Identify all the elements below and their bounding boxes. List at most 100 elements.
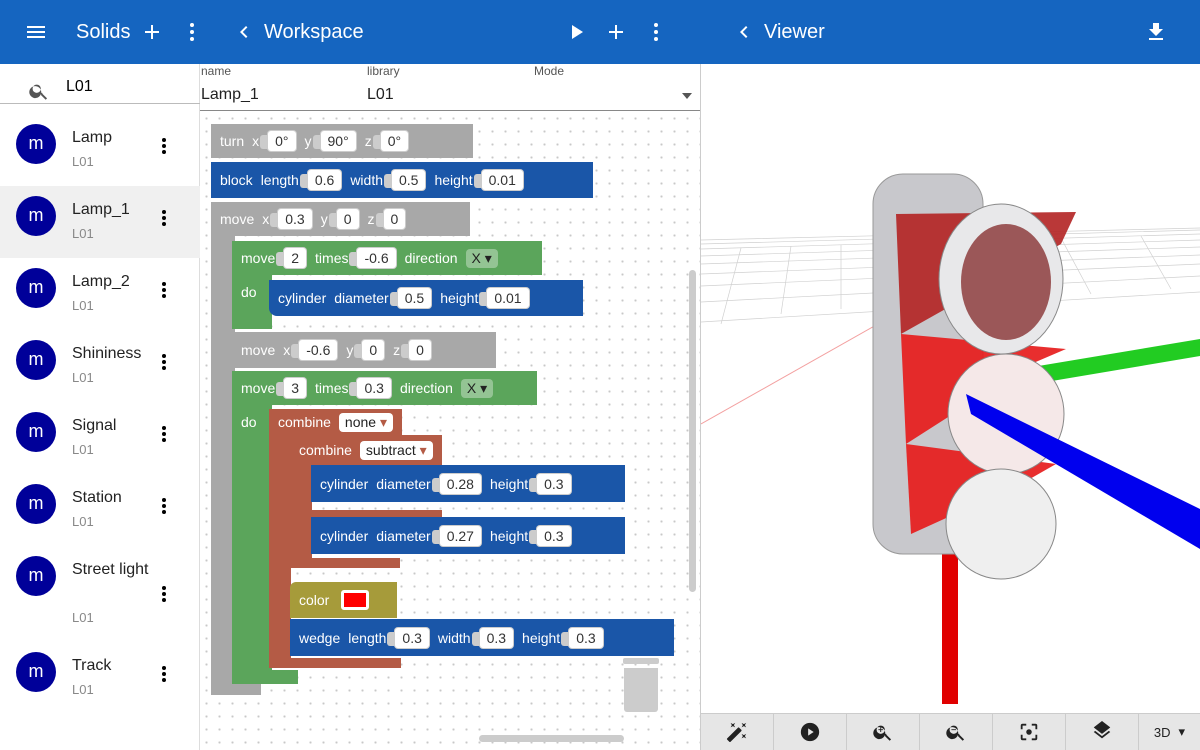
magic-wand-icon[interactable] bbox=[701, 714, 774, 750]
library-field[interactable]: L01 bbox=[367, 86, 394, 103]
more-vert-icon[interactable] bbox=[156, 206, 172, 235]
item-library: L01 bbox=[72, 298, 94, 313]
block-label: times bbox=[315, 380, 349, 396]
more-vert-icon[interactable] bbox=[156, 278, 172, 307]
back-icon[interactable] bbox=[232, 20, 256, 49]
menu-icon[interactable] bbox=[24, 20, 48, 49]
block-label: height bbox=[489, 527, 529, 544]
repeat-count-field[interactable]: 2 bbox=[283, 247, 308, 269]
move-x-field[interactable]: 0.3 bbox=[277, 208, 313, 230]
list-item-selected[interactable]: m Lamp_1 L01 bbox=[0, 186, 200, 258]
repeat-move-block[interactable]: move 2 times -0.6 direction X ▾ bbox=[232, 241, 542, 275]
back-icon[interactable] bbox=[732, 20, 756, 49]
list-item[interactable]: m Signal L01 bbox=[0, 402, 200, 474]
block-label: length bbox=[260, 172, 299, 188]
turn-z-field[interactable]: 0° bbox=[379, 130, 410, 152]
combine-mode-dropdown[interactable]: none ▾ bbox=[338, 412, 393, 432]
play-circle-icon[interactable] bbox=[774, 714, 847, 750]
repeat-move-block[interactable]: move 3 times 0.3 direction X ▾ bbox=[232, 371, 537, 405]
turn-y-field[interactable]: 90° bbox=[319, 130, 357, 152]
zoom-out-icon[interactable] bbox=[920, 714, 993, 750]
combine-mode-value: none bbox=[344, 413, 377, 430]
chevron-down-icon[interactable] bbox=[679, 88, 695, 109]
block-height-field[interactable]: 0.01 bbox=[480, 169, 524, 191]
cylinder-block[interactable]: cylinder diameter 0.27 height 0.3 bbox=[311, 517, 625, 554]
chevron-down-icon: ▾ bbox=[1178, 724, 1186, 739]
block-workspace[interactable]: turn x 0° y 90° z 0° block length 0.6 wi… bbox=[200, 112, 700, 750]
more-vert-icon[interactable] bbox=[156, 494, 172, 523]
horizontal-scrollbar[interactable] bbox=[479, 735, 624, 742]
more-vert-icon[interactable] bbox=[180, 20, 204, 49]
move-z-field[interactable]: 0 bbox=[382, 208, 407, 230]
vertical-scrollbar[interactable] bbox=[689, 270, 696, 592]
cylinder-block[interactable]: cylinder diameter 0.28 height 0.3 bbox=[311, 465, 625, 502]
move-y-field[interactable]: 0 bbox=[361, 339, 386, 361]
list-item[interactable]: m Street light L01 bbox=[0, 546, 200, 642]
name-field[interactable]: Lamp_1 bbox=[201, 86, 259, 103]
repeat-count-field[interactable]: 3 bbox=[283, 377, 308, 399]
block-width-field[interactable]: 0.5 bbox=[391, 169, 427, 191]
move-block[interactable]: move x 0.3 y 0 z 0 bbox=[211, 202, 470, 236]
more-vert-icon[interactable] bbox=[156, 422, 172, 451]
3d-viewport[interactable] bbox=[701, 64, 1200, 713]
list-item[interactable]: m Station L01 bbox=[0, 474, 200, 546]
item-library: L01 bbox=[72, 610, 94, 625]
move-block[interactable]: move x -0.6 y 0 z 0 bbox=[232, 332, 496, 368]
layers-icon[interactable] bbox=[1066, 714, 1139, 750]
combine-mode-dropdown[interactable]: subtract ▾ bbox=[359, 440, 433, 460]
combine-block-footer bbox=[269, 658, 401, 668]
block-label: z bbox=[364, 133, 372, 149]
block-label: times bbox=[315, 250, 349, 266]
cylinder-height-field[interactable]: 0.3 bbox=[536, 472, 572, 495]
cylinder-diameter-field[interactable]: 0.5 bbox=[396, 287, 433, 309]
repeat-step-field[interactable]: 0.3 bbox=[356, 377, 392, 399]
repeat-step-field[interactable]: -0.6 bbox=[356, 247, 397, 269]
cylinder-block[interactable]: cylinder diameter 0.5 height 0.01 bbox=[269, 280, 583, 316]
more-vert-icon[interactable] bbox=[644, 20, 668, 49]
more-vert-icon[interactable] bbox=[156, 350, 172, 379]
list-item[interactable]: m Shininess L01 bbox=[0, 330, 200, 402]
move-z-field[interactable]: 0 bbox=[408, 339, 432, 361]
list-item[interactable]: m Lamp L01 bbox=[0, 114, 200, 186]
wedge-width-field[interactable]: 0.3 bbox=[478, 626, 515, 649]
block-label: y bbox=[320, 211, 328, 227]
list-item[interactable]: m Lamp_2 L01 bbox=[0, 258, 200, 330]
trash-icon[interactable] bbox=[623, 658, 659, 712]
combine-block-frame bbox=[269, 432, 291, 668]
add-solid-icon[interactable] bbox=[140, 20, 164, 49]
move-y-field[interactable]: 0 bbox=[335, 208, 360, 230]
move-x-field[interactable]: -0.6 bbox=[298, 339, 339, 361]
block-block[interactable]: block length 0.6 width 0.5 height 0.01 bbox=[211, 162, 593, 198]
more-vert-icon[interactable] bbox=[156, 582, 172, 611]
block-label: height bbox=[489, 475, 529, 492]
turn-block[interactable]: turn x 0° y 90° z 0° bbox=[211, 124, 473, 158]
solids-title: Solids bbox=[76, 21, 131, 43]
combine-block[interactable]: combine none ▾ bbox=[269, 409, 402, 435]
cylinder-diameter-field[interactable]: 0.27 bbox=[438, 524, 482, 547]
wedge-block[interactable]: wedge length 0.3 width 0.3 height 0.3 bbox=[290, 619, 674, 656]
view-mode-select[interactable]: 3D ▾ bbox=[1139, 714, 1200, 750]
item-name: Shininess bbox=[72, 345, 142, 362]
cylinder-diameter-field[interactable]: 0.28 bbox=[438, 472, 482, 495]
combine-block[interactable]: combine subtract ▾ bbox=[290, 435, 442, 465]
direction-dropdown[interactable]: X ▾ bbox=[460, 378, 494, 398]
more-vert-icon[interactable] bbox=[156, 662, 172, 691]
turn-x-field[interactable]: 0° bbox=[267, 130, 297, 152]
add-icon[interactable] bbox=[604, 20, 628, 49]
list-item[interactable]: m Track L01 bbox=[0, 642, 200, 714]
direction-dropdown[interactable]: X ▾ bbox=[465, 248, 498, 268]
color-swatch[interactable] bbox=[341, 590, 370, 610]
wedge-length-field[interactable]: 0.3 bbox=[394, 626, 430, 649]
cylinder-height-field[interactable]: 0.01 bbox=[486, 287, 530, 309]
cylinder-height-field[interactable]: 0.3 bbox=[536, 524, 572, 547]
download-icon[interactable] bbox=[1144, 20, 1168, 49]
search-input[interactable] bbox=[66, 78, 186, 96]
block-label: move bbox=[241, 250, 276, 266]
fit-view-icon[interactable] bbox=[993, 714, 1066, 750]
color-block[interactable]: color bbox=[290, 582, 397, 618]
zoom-in-icon[interactable] bbox=[847, 714, 920, 750]
run-icon[interactable] bbox=[564, 20, 588, 49]
block-length-field[interactable]: 0.6 bbox=[306, 169, 343, 191]
wedge-height-field[interactable]: 0.3 bbox=[568, 626, 604, 649]
more-vert-icon[interactable] bbox=[156, 134, 172, 163]
